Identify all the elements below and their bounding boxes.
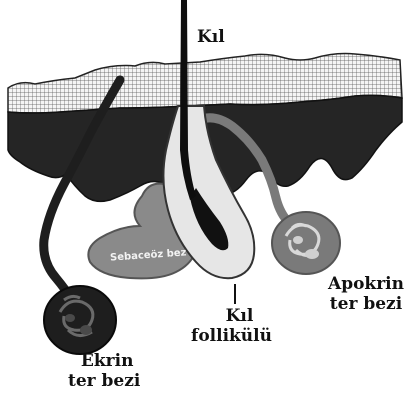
eccrine-gland [44, 286, 116, 354]
label-hair: Kıl [197, 27, 225, 47]
apocrine-gland [272, 212, 340, 274]
label-hair-text: Kıl [197, 27, 225, 47]
label-eccrine-gland: Ekrin ter bezi [68, 351, 140, 391]
label-hair-follicle-line1: Kıl [191, 306, 272, 326]
label-hair-follicle: Kıl follikülü [191, 306, 272, 346]
label-apocrine-gland-line1: Apokrin [328, 274, 404, 294]
label-hair-follicle-line2: follikülü [191, 326, 272, 346]
label-eccrine-gland-line2: ter bezi [68, 371, 140, 391]
label-apocrine-gland-line2: ter bezi [328, 294, 404, 314]
label-eccrine-gland-line1: Ekrin [68, 351, 140, 371]
label-apocrine-gland: Apokrin ter bezi [328, 274, 404, 314]
